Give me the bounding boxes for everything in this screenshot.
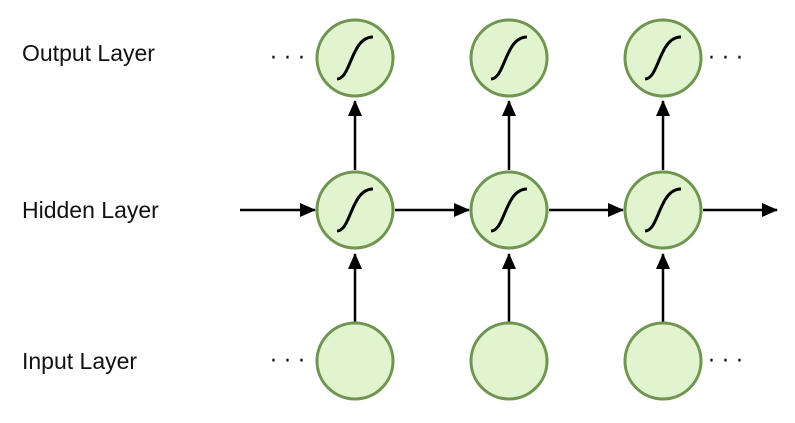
sigmoid-curve-icon [644, 35, 682, 81]
input-node-1 [315, 321, 395, 401]
sigmoid-curve-icon [490, 35, 528, 81]
hidden-node-3 [623, 170, 703, 250]
output-node-2 [469, 18, 549, 98]
output-node-1 [315, 18, 395, 98]
input-ellipsis-left: · · · [270, 349, 305, 374]
hidden-node-1 [315, 170, 395, 250]
input-ellipsis-right: · · · [708, 349, 743, 374]
output-layer-label: Output Layer [22, 40, 155, 66]
input-node-3 [623, 321, 703, 401]
sigmoid-curve-icon [336, 187, 374, 233]
hidden-node-2 [469, 170, 549, 250]
output-node-3 [623, 18, 703, 98]
input-layer-label: Input Layer [22, 348, 138, 374]
sigmoid-curve-icon [644, 187, 682, 233]
sigmoid-curve-icon [336, 35, 374, 81]
input-node-2 [469, 321, 549, 401]
output-ellipsis-right: · · · [708, 46, 743, 71]
sigmoid-curve-icon [490, 187, 528, 233]
output-ellipsis-left: · · · [270, 46, 305, 71]
hidden-layer-label: Hidden Layer [22, 197, 159, 223]
